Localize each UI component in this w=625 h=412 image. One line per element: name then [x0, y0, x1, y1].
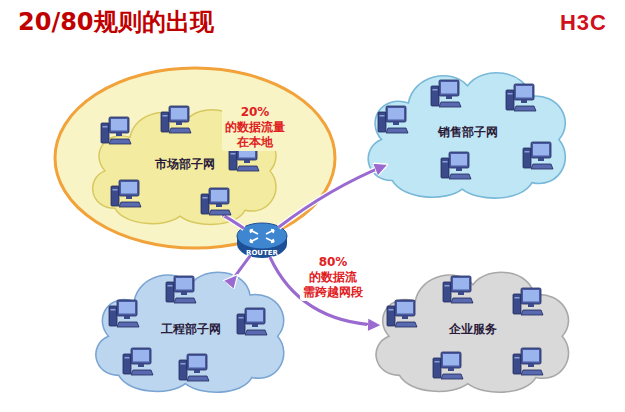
title: 20/80规则的出现 [18, 6, 214, 38]
subnet-label: 工程部子网 [161, 321, 221, 338]
subnet-label: 市场部子网 [155, 156, 215, 173]
flow-arrow [223, 216, 244, 229]
logo-text: H3C [560, 10, 607, 36]
subnet-label: 销售部子网 [438, 124, 498, 141]
flow-arrow [233, 256, 250, 280]
flow-arrow [279, 165, 386, 227]
local-zone-ellipse [55, 68, 335, 248]
computer-icons [101, 80, 553, 381]
subnet-label: 企业服务 [449, 321, 497, 338]
subnet-cloud: 企业服务 [368, 262, 578, 396]
traffic-note: 80%的数据流 需跨越网段 [300, 254, 366, 301]
traffic-note: 20%的数据流量 在本地 [222, 104, 288, 151]
router-label: ROUTER [246, 249, 278, 257]
